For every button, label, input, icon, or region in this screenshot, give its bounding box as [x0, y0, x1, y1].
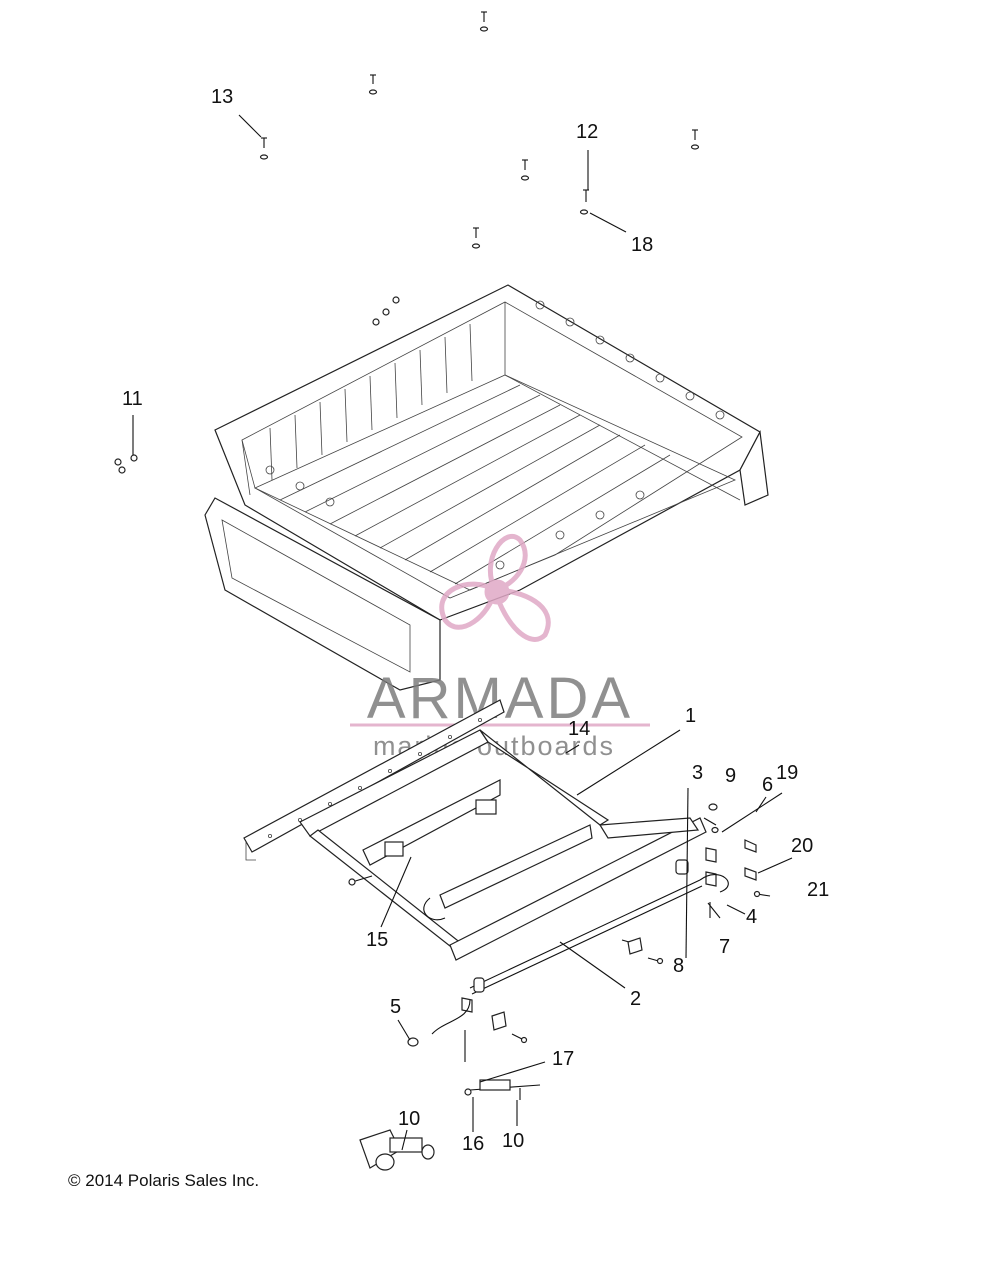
callout-13: 13: [211, 86, 233, 108]
callout-10-actuator: 10: [398, 1108, 420, 1130]
screw: [259, 137, 269, 160]
bolt: [348, 875, 373, 886]
wall-ribs: [269, 323, 473, 481]
callout-6: 6: [762, 774, 773, 796]
callout-3: 3: [692, 762, 703, 784]
small-parts-bottom: [359, 977, 541, 1171]
bolt: [753, 890, 771, 898]
screw: [471, 227, 481, 249]
clip-set: [114, 454, 138, 474]
screw: [479, 11, 489, 32]
screw: [368, 74, 378, 95]
callouts: 1 2 3 4 5 6 7 8 9 10 10 11 12 13 14 15 1…: [122, 86, 829, 1155]
callout-18: 18: [631, 234, 653, 256]
screw-set-top: [114, 11, 700, 474]
callout-16: 16: [462, 1133, 484, 1155]
actuator: [359, 1129, 435, 1171]
screw: [579, 189, 589, 215]
callout-7: 7: [719, 936, 730, 958]
leader-lines: [132, 114, 793, 1151]
callout-15: 15: [366, 929, 388, 951]
rim-holes: [265, 300, 725, 570]
screw: [690, 129, 700, 150]
callout-9: 9: [725, 765, 736, 787]
cargo-box: [204, 284, 769, 691]
copyright-notice: © 2014 Polaris Sales Inc.: [68, 1171, 260, 1190]
callout-12: 12: [576, 121, 598, 143]
callout-4: 4: [746, 906, 757, 928]
callout-17: 17: [552, 1048, 574, 1070]
callout-11: 11: [122, 388, 143, 410]
callout-2: 2: [630, 988, 641, 1010]
small-parts-right: [627, 803, 771, 955]
callout-19: 19: [776, 762, 798, 784]
callout-1: 1: [685, 705, 696, 727]
callout-10-middle: 10: [502, 1130, 524, 1152]
callout-8: 8: [673, 955, 684, 977]
callout-5: 5: [390, 996, 401, 1018]
callout-21: 21: [807, 879, 829, 901]
watermark: ARMADA marine outboards: [350, 534, 650, 761]
callout-14: 14: [568, 718, 590, 740]
bolt: [511, 1033, 528, 1044]
clip-set: [372, 296, 400, 326]
frame-assembly: [243, 699, 707, 995]
watermark-logo: [439, 534, 551, 642]
watermark-brand: ARMADA: [367, 666, 633, 731]
rail-holes: [267, 718, 482, 839]
screw: [520, 159, 530, 181]
gas-strut: [464, 1079, 541, 1100]
callout-20: 20: [791, 835, 813, 857]
